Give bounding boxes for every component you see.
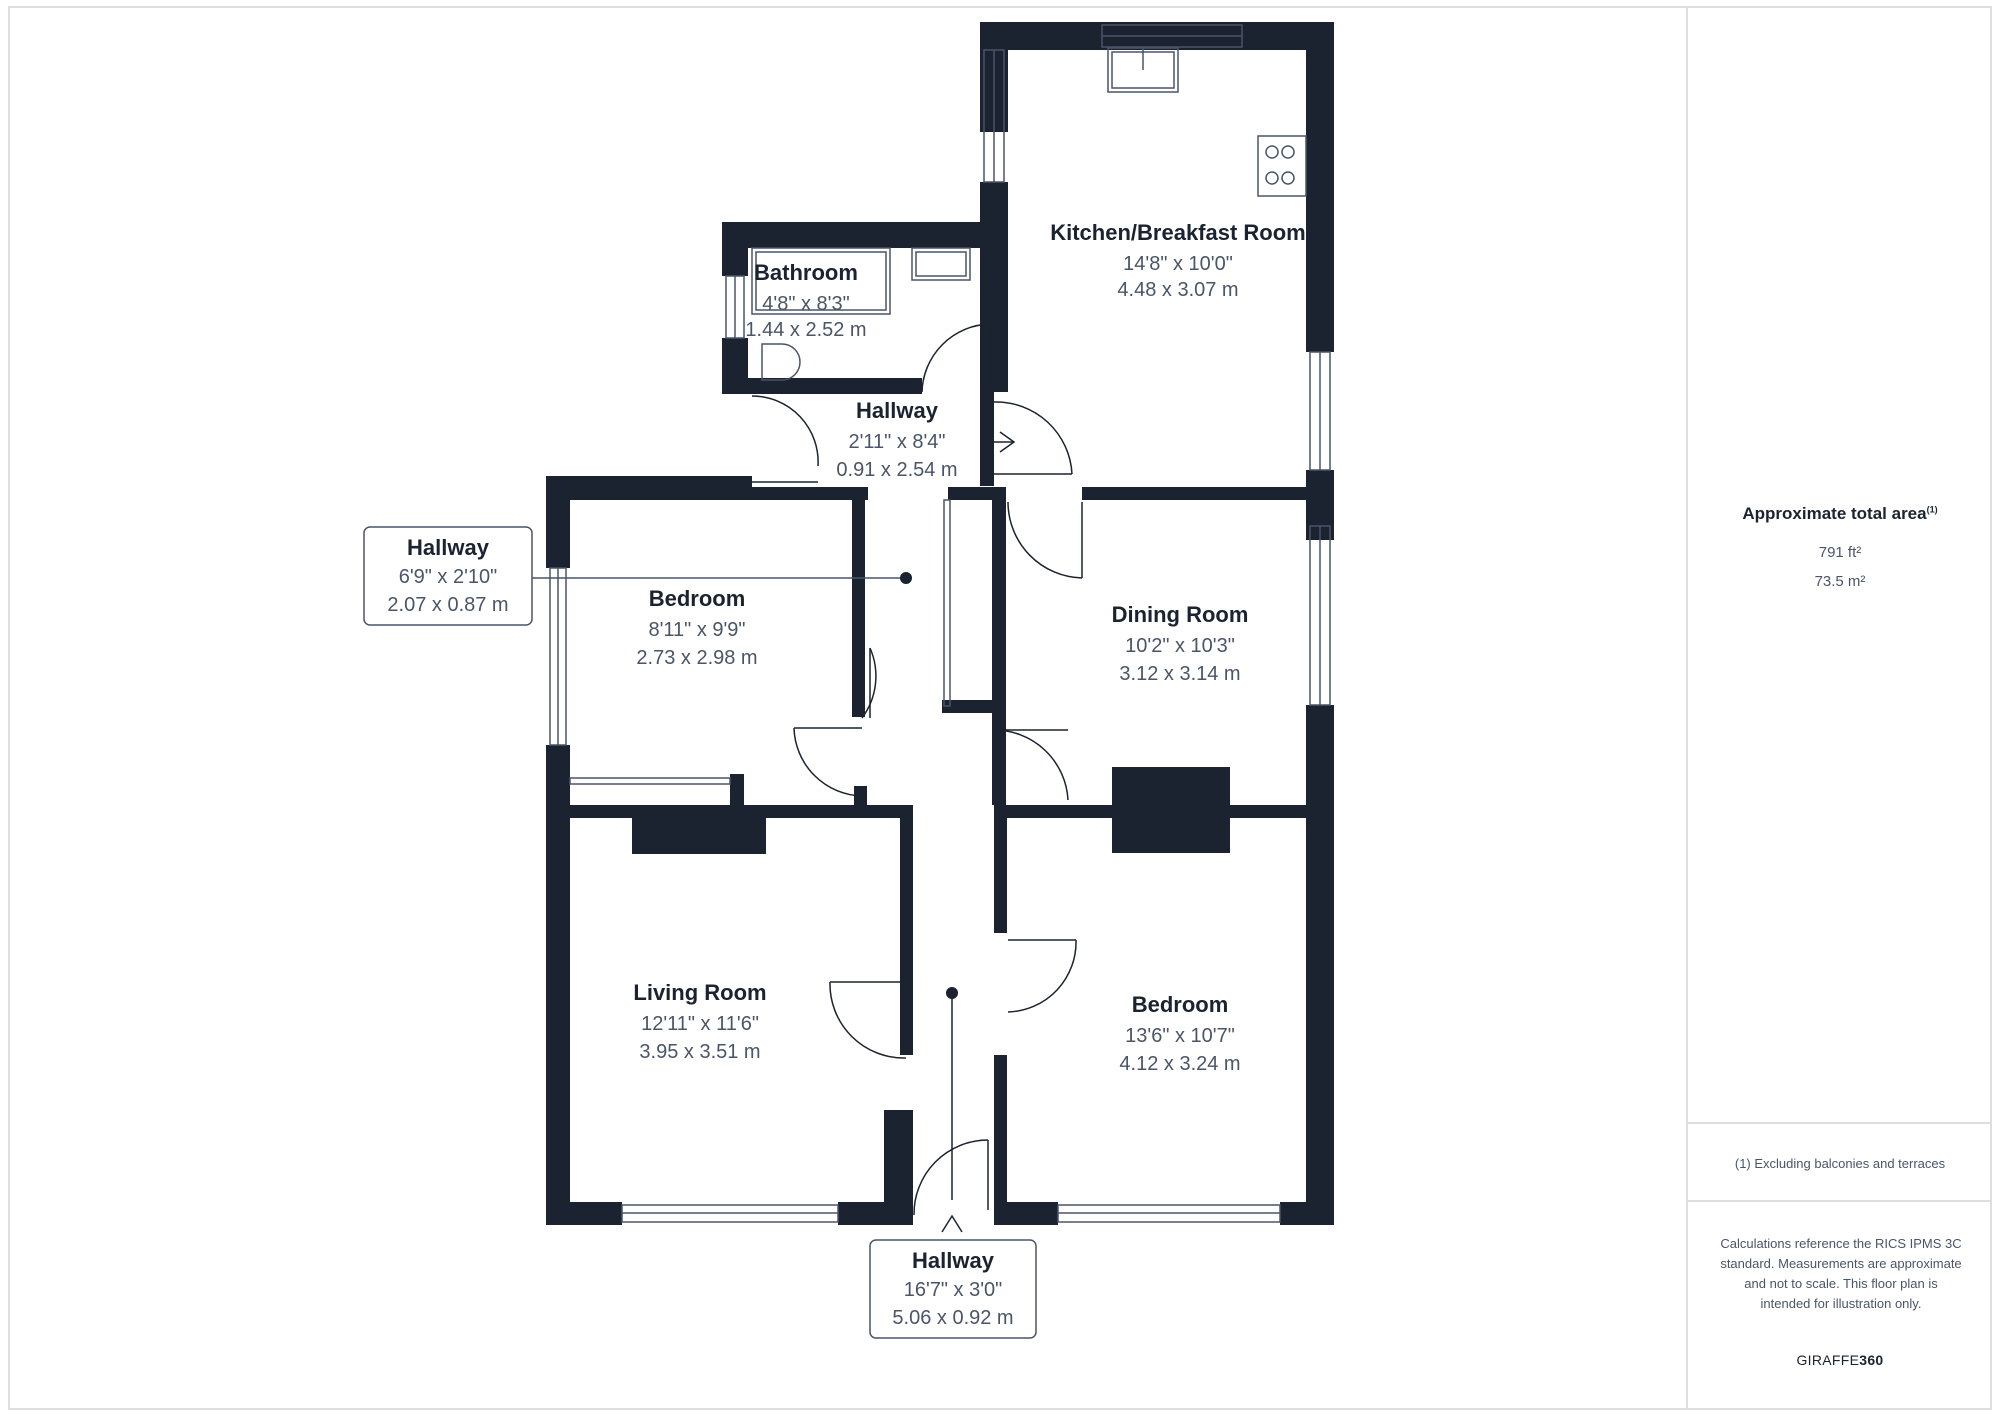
room-dim-imperial: 8'11" x 9'9" [648, 619, 745, 641]
page-frame [8, 6, 1992, 1410]
room-label-bathroom: Bathroom 4'8" x 8'3" 1.44 x 2.52 m [745, 260, 866, 341]
disclaimer-text: Calculations reference the RICS IPMS 3C … [1720, 1236, 1962, 1311]
room-dim-imperial: 6'9" x 2'10" [399, 566, 498, 588]
room-name: Living Room [633, 980, 766, 1005]
fixtures [569, 47, 1307, 785]
info-sidebar: Approximate total area(1) 791 ft² 73.5 m… [1686, 6, 1992, 1410]
total-area-values: 791 ft² 73.5 m² [1688, 538, 1992, 596]
room-label-kitchen: Kitchen/Breakfast Room 14'8" x 10'0" 4.4… [1050, 220, 1306, 301]
total-area-title: Approximate total area(1) [1742, 504, 1938, 523]
room-dim-metric: 5.06 x 0.92 m [892, 1307, 1013, 1329]
total-area-block: Approximate total area(1) 791 ft² 73.5 m… [1688, 504, 1992, 596]
room-name: Bathroom [754, 260, 858, 285]
divider [1688, 1200, 1992, 1202]
room-dim-metric: 0.91 x 2.54 m [836, 459, 957, 481]
room-name: Hallway [912, 1248, 995, 1273]
room-dim-metric: 3.95 x 3.51 m [639, 1041, 760, 1063]
hallway-callout-bottom: Hallway 16'7" x 3'0" 5.06 x 0.92 m [869, 987, 1037, 1339]
windows [549, 24, 1331, 1223]
room-dim-metric: 2.73 x 2.98 m [636, 647, 757, 669]
room-dim-metric: 1.44 x 2.52 m [745, 319, 866, 341]
room-dim-imperial: 2'11" x 8'4" [848, 431, 945, 453]
room-label-bedroom-1: Bedroom 8'11" x 9'9" 2.73 x 2.98 m [636, 586, 757, 669]
room-label-hallway-upper: Hallway 2'11" x 8'4" 0.91 x 2.54 m [836, 398, 957, 481]
room-name: Dining Room [1112, 602, 1249, 627]
room-name: Hallway [856, 398, 939, 423]
footnote-text: (1) Excluding balconies and terraces [1734, 1156, 1946, 1171]
area-ft: 791 ft² [1818, 544, 1862, 561]
room-label-bedroom-2: Bedroom 13'6" x 10'7" 4.12 x 3.24 m [1119, 992, 1240, 1075]
room-dim-imperial: 14'8" x 10'0" [1123, 253, 1233, 275]
divider [1688, 1122, 1992, 1124]
room-name: Kitchen/Breakfast Room [1050, 220, 1306, 245]
doors [751, 323, 1083, 1233]
room-name: Hallway [407, 535, 490, 560]
room-dim-imperial: 10'2" x 10'3" [1125, 635, 1235, 657]
room-dim-metric: 4.12 x 3.24 m [1119, 1053, 1240, 1075]
room-dim-metric: 2.07 x 0.87 m [387, 594, 508, 616]
room-dim-imperial: 13'6" x 10'7" [1125, 1025, 1235, 1047]
room-label-dining-room: Dining Room 10'2" x 10'3" 3.12 x 3.14 m [1112, 602, 1249, 685]
room-dim-imperial: 12'11" x 11'6" [641, 1013, 759, 1035]
room-label-living-room: Living Room 12'11" x 11'6" 3.95 x 3.51 m [633, 980, 766, 1063]
room-name: Bedroom [1132, 992, 1229, 1017]
footnote-mark: (1) [1926, 504, 1938, 515]
room-dim-imperial: 16'7" x 3'0" [904, 1279, 1003, 1301]
area-m: 73.5 m² [1814, 573, 1866, 590]
brand-logo: GIRAFFE360 [1796, 1352, 1884, 1368]
room-name: Bedroom [649, 586, 746, 611]
room-dim-metric: 3.12 x 3.14 m [1119, 663, 1240, 685]
room-dim-metric: 4.48 x 3.07 m [1117, 279, 1238, 301]
room-dim-imperial: 4'8" x 8'3" [762, 293, 849, 315]
hallway-callout-left: Hallway 6'9" x 2'10" 2.07 x 0.87 m [363, 526, 912, 626]
